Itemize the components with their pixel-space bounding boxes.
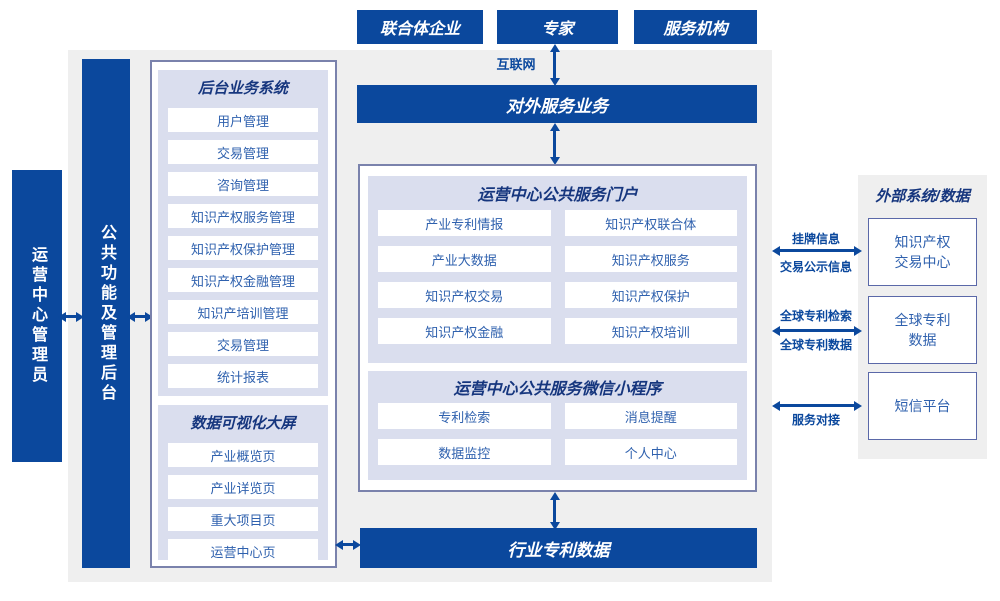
backend-item: 知识产权服务管理 (168, 204, 318, 228)
portal-item: 知识产权交易 (378, 282, 551, 308)
industry-data-label: 行业专利数据 (507, 540, 610, 560)
miniprogram-item: 专利检索 (378, 403, 551, 429)
operation-admin-label: 运营中心管理员 (29, 246, 46, 386)
actor-box-experts: 专家 (497, 10, 618, 44)
miniprogram-title: 运营中心公共服务微信小程序 (453, 381, 662, 398)
backend-item: 知识产培训管理 (168, 300, 318, 324)
backend-system-panel: 后台业务系统 用户管理 交易管理 咨询管理 知识产权服务管理 知识产权保护管理 … (158, 70, 328, 396)
external-box-sms-platform: 短信平台 (868, 372, 977, 440)
external-box-global-patent-data: 全球专利 数据 (868, 296, 977, 364)
portal-industry-double-arrow-icon (553, 500, 556, 522)
link1-bottom-label: 交易公示信息 (779, 260, 852, 274)
sidebar-operation-admin: 运营中心管理员 (12, 170, 62, 462)
miniprogram-grid: 专利检索 消息提醒 数据监控 个人中心 (368, 403, 747, 475)
miniprogram-item: 消息提醒 (564, 403, 737, 429)
link2-top-label: 全球专利检索 (779, 309, 852, 323)
dashboard-industry-double-arrow-icon (343, 543, 353, 546)
backend-item: 交易管理 (168, 332, 318, 356)
link3-double-arrow-icon (780, 404, 854, 407)
link2-double-arrow-icon (780, 329, 854, 332)
backend-item: 统计报表 (168, 364, 318, 388)
actor-label: 专家 (541, 21, 574, 38)
backend-system-title: 后台业务系统 (197, 79, 288, 97)
bar-portal-double-arrow-icon (553, 131, 556, 157)
backend-item: 知识产权金融管理 (168, 268, 318, 292)
portal-panel: 运营中心公共服务门户 产业专利情报 知识产权联合体 产业大数据 知识产权服务 知… (368, 176, 747, 363)
dashboard-item: 产业详览页 (168, 475, 318, 499)
actor-box-service-orgs: 服务机构 (634, 10, 757, 44)
link2-bottom-label: 全球专利数据 (779, 338, 852, 352)
public-functions-label: 公共功能及管理后台 (98, 223, 115, 404)
portal-item: 知识产权培训 (564, 318, 737, 344)
link1-top-label: 挂牌信息 (791, 232, 840, 246)
internet-label: 互联网 (496, 57, 536, 72)
external-box-ip-exchange: 知识产权 交易中心 (868, 218, 977, 286)
link1-double-arrow-icon (780, 249, 854, 252)
backend-item: 用户管理 (168, 108, 318, 132)
internet-double-arrow-icon (553, 52, 556, 78)
dashboard-item: 重大项目页 (168, 507, 318, 531)
dashboard-panel: 数据可视化大屏 产业概览页 产业详览页 重大项目页 运营中心页 (158, 405, 328, 563)
portal-item: 知识产权服务 (564, 246, 737, 272)
industry-data-bar: 行业专利数据 (360, 528, 757, 568)
link3-bottom-label: 服务对接 (791, 413, 840, 427)
external-service-bar: 对外服务业务 (357, 85, 757, 123)
miniprogram-panel: 运营中心公共服务微信小程序 专利检索 消息提醒 数据监控 个人中心 (368, 371, 747, 480)
backend-item: 知识产权保护管理 (168, 236, 318, 260)
portal-item: 产业大数据 (378, 246, 551, 272)
portal-title: 运营中心公共服务门户 (477, 187, 638, 204)
portal-item: 产业专利情报 (378, 210, 551, 236)
backend-system-double-arrow-icon (135, 315, 145, 318)
sidebar-public-functions-backend: 公共功能及管理后台 (82, 59, 130, 568)
portal-item: 知识产权保护 (564, 282, 737, 308)
portal-item: 知识产权联合体 (564, 210, 737, 236)
external-systems-title: 外部系统/数据 (875, 187, 970, 205)
actor-label: 联合体企业 (379, 21, 460, 38)
dashboard-item: 运营中心页 (168, 539, 318, 563)
portal-grid: 产业专利情报 知识产权联合体 产业大数据 知识产权服务 知识产权交易 知识产权保… (368, 210, 747, 354)
actor-box-consortium: 联合体企业 (357, 10, 483, 44)
admin-backend-double-arrow-icon (66, 315, 76, 318)
backend-item: 咨询管理 (168, 172, 318, 196)
dashboard-item: 产业概览页 (168, 443, 318, 467)
portal-item: 知识产权金融 (378, 318, 551, 344)
external-service-label: 对外服务业务 (506, 96, 608, 116)
actor-label: 服务机构 (663, 21, 728, 38)
miniprogram-item: 数据监控 (378, 439, 551, 465)
miniprogram-item: 个人中心 (564, 439, 737, 465)
backend-item: 交易管理 (168, 140, 318, 164)
dashboard-title: 数据可视化大屏 (190, 414, 296, 432)
